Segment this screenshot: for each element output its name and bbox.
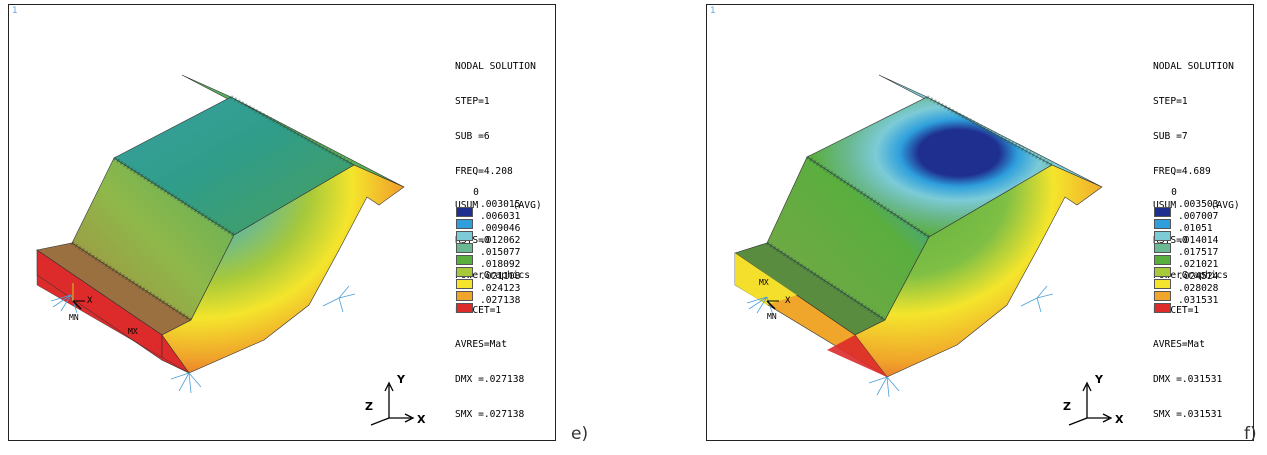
legend-value: .012062 bbox=[480, 235, 521, 246]
mode-shape-plot-e: X MN MX Y X Z bbox=[36, 74, 426, 426]
legend-value: .021021 bbox=[1178, 259, 1219, 270]
window-number: 1 bbox=[12, 6, 18, 16]
legend-swatch bbox=[456, 255, 473, 265]
legend-value: .017517 bbox=[1178, 247, 1219, 258]
legend-swatch bbox=[1154, 267, 1171, 277]
legend-value: .015077 bbox=[480, 247, 521, 258]
info-line: EFACET=1 bbox=[1153, 304, 1200, 316]
legend-swatch bbox=[456, 291, 473, 301]
legend-min-label: 0 bbox=[1171, 187, 1177, 198]
legend-swatch bbox=[1154, 231, 1171, 241]
legend-swatch bbox=[456, 279, 473, 289]
info-line: STEP=1 bbox=[1153, 95, 1188, 107]
side-face bbox=[854, 164, 1103, 378]
info-line: SMX =.031531 bbox=[1153, 409, 1223, 420]
figure-caption-e: e) bbox=[571, 424, 589, 444]
info-line: SUB =7 bbox=[1153, 130, 1188, 142]
info-line: AVRES=Mat bbox=[1153, 339, 1205, 351]
front-face-max bbox=[827, 335, 887, 377]
info-line: NODAL SOLUTION bbox=[1153, 61, 1234, 73]
legend-value: .027138 bbox=[480, 295, 521, 306]
legend-swatch bbox=[456, 219, 473, 229]
legend-swatch bbox=[1154, 243, 1171, 253]
node-x-label: X bbox=[87, 296, 93, 306]
legend-value: .028028 bbox=[1178, 283, 1219, 294]
node-z-axis bbox=[72, 300, 82, 310]
info-line: DMX =.027138 bbox=[455, 374, 525, 386]
legend-swatch bbox=[1154, 291, 1171, 301]
mode-shape-plot-f: X MX MN Y X Z bbox=[734, 74, 1124, 426]
plot-window-e: 1 bbox=[8, 4, 556, 441]
legend-value: .018092 bbox=[480, 259, 521, 270]
support-springs bbox=[746, 285, 1054, 398]
legend-swatch bbox=[1154, 279, 1171, 289]
mn-label: MN bbox=[767, 312, 777, 321]
legend-value: .021108 bbox=[480, 271, 521, 282]
legend-swatch bbox=[456, 207, 473, 217]
triad-z-label: Z bbox=[1063, 400, 1071, 413]
legend-value: .01051 bbox=[1178, 223, 1213, 234]
info-line: USUM (AVG) bbox=[455, 200, 542, 212]
legend-value: .006031 bbox=[480, 211, 521, 222]
legend-swatch bbox=[456, 231, 473, 241]
mx-label: MX bbox=[128, 327, 138, 336]
legend-value: .014014 bbox=[1178, 235, 1219, 246]
node-z-axis bbox=[766, 300, 776, 310]
triad-z-label: Z bbox=[365, 400, 373, 413]
info-line: PowerGraphics bbox=[455, 269, 531, 281]
seam-line bbox=[765, 241, 887, 322]
solution-info: NODAL SOLUTION STEP=1 SUB =7 FREQ=4.689 … bbox=[1153, 38, 1240, 444]
side-face bbox=[161, 164, 405, 374]
figure-caption-f: f) bbox=[1244, 424, 1257, 444]
legend-value: .024524 bbox=[1178, 271, 1219, 282]
legend-swatch bbox=[456, 243, 473, 253]
triad-x-label: X bbox=[417, 413, 426, 426]
legend-swatch bbox=[456, 267, 473, 277]
legend-swatch bbox=[1154, 303, 1171, 313]
legend-value: .003015 bbox=[480, 199, 521, 210]
legend-value: .007007 bbox=[1178, 211, 1219, 222]
legend-value: .024123 bbox=[480, 283, 521, 294]
legend-value: .003503 bbox=[1178, 199, 1219, 210]
front-face-highlight bbox=[735, 253, 797, 305]
mn-label: MN bbox=[69, 313, 79, 322]
global-triad bbox=[370, 381, 415, 426]
info-line: SMX =.027138 bbox=[455, 409, 525, 420]
info-line: AVRES=Mat bbox=[455, 339, 507, 351]
legend-value: .009046 bbox=[480, 223, 521, 234]
seam-line bbox=[230, 95, 355, 167]
triad-y-label: Y bbox=[396, 373, 406, 386]
node-x-label: X bbox=[785, 296, 791, 306]
mx-label: MX bbox=[759, 278, 769, 287]
info-line: PowerGraphics bbox=[1153, 269, 1229, 281]
legend-swatch bbox=[1154, 207, 1171, 217]
info-line: DMX =.031531 bbox=[1153, 374, 1223, 386]
support-springs bbox=[50, 285, 356, 394]
legend-value: .031531 bbox=[1178, 295, 1219, 306]
legend-swatch bbox=[1154, 219, 1171, 229]
legend-swatch bbox=[456, 303, 473, 313]
legend-min-label: 0 bbox=[473, 187, 479, 198]
info-line: FREQ=4.208 bbox=[455, 165, 513, 177]
info-line: FREQ=4.689 bbox=[1153, 165, 1211, 177]
seam-line bbox=[805, 155, 931, 239]
plot-window-f: 1 bbox=[706, 4, 1254, 441]
info-line: NODAL SOLUTION bbox=[455, 61, 536, 73]
triad-y-label: Y bbox=[1094, 373, 1104, 386]
info-line: EFACET=1 bbox=[455, 304, 502, 316]
triad-x-label: X bbox=[1115, 413, 1124, 426]
window-number: 1 bbox=[710, 6, 716, 16]
legend-swatch bbox=[1154, 255, 1171, 265]
info-line: USUM (AVG) bbox=[1153, 200, 1240, 212]
info-line: SUB =6 bbox=[455, 130, 490, 142]
info-line: STEP=1 bbox=[455, 95, 490, 107]
global-triad bbox=[1068, 381, 1113, 426]
